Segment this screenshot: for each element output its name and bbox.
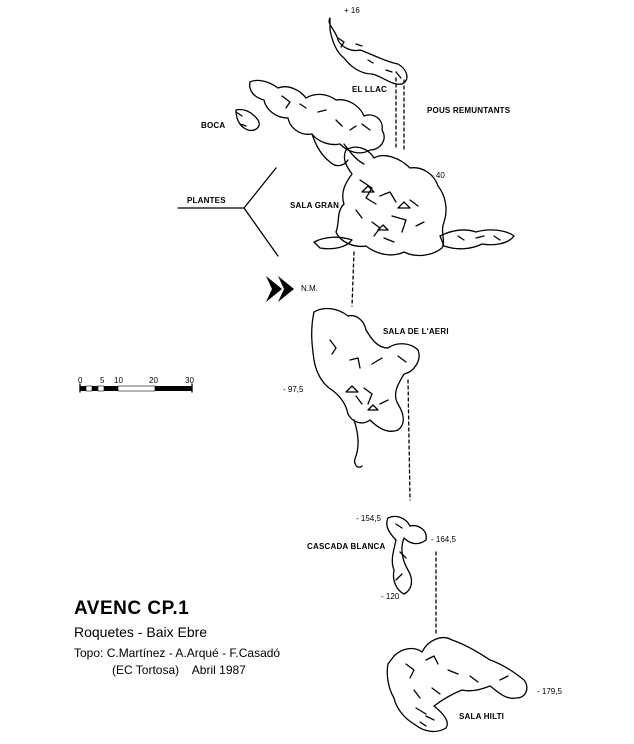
- north-arrow-icon: [266, 276, 294, 302]
- map-subtitle: Roquetes - Baix Ebre: [74, 624, 208, 640]
- depth-label-120: - 120: [381, 592, 400, 601]
- depth-label-top: + 16: [344, 6, 360, 15]
- depth-label-179: - 179,5: [537, 687, 562, 696]
- cascada-blanca: [386, 515, 427, 595]
- depth-label-164: - 164,5: [431, 535, 456, 544]
- label-plantes: PLANTES: [187, 196, 226, 205]
- label-pous-remuntants: POUS REMUNTANTS: [427, 106, 511, 115]
- label-sala-hilti: SALA HILTI: [459, 712, 505, 721]
- label-boca: BOCA: [201, 121, 226, 130]
- label-sala-gran: SALA GRAN: [290, 201, 340, 210]
- label-sala-de-laeri: SALA DE L'AERI: [383, 327, 449, 336]
- label-el-llac: EL LLAC: [352, 85, 388, 94]
- depth-label-97: - 97,5: [283, 385, 304, 394]
- north-label: N.M.: [301, 284, 318, 293]
- map-credits-line1: Topo: C.Martínez - A.Arqué - F.Casadó: [74, 646, 281, 660]
- scale-tick-5: 5: [100, 376, 105, 385]
- scale-bar: [80, 385, 192, 392]
- depth-label-154: - 154,5: [356, 514, 381, 523]
- sala-hilti: [386, 637, 528, 733]
- sala-gran: [335, 146, 447, 257]
- scale-tick-30: 30: [185, 376, 194, 385]
- sala-de-laeri: [311, 307, 420, 432]
- map-title: AVENC CP.1: [74, 598, 190, 619]
- passage-top: [328, 17, 408, 85]
- passage-el-llac: [249, 79, 385, 154]
- scale-tick-20: 20: [149, 376, 158, 385]
- map-credits-line2: (EC Tortosa) Abril 1987: [112, 663, 246, 677]
- scale-tick-0: 0: [78, 376, 83, 385]
- depth-label-40: - 40: [431, 171, 445, 180]
- label-cascada-blanca: CASCADA BLANCA: [307, 542, 386, 551]
- scale-tick-10: 10: [114, 376, 123, 385]
